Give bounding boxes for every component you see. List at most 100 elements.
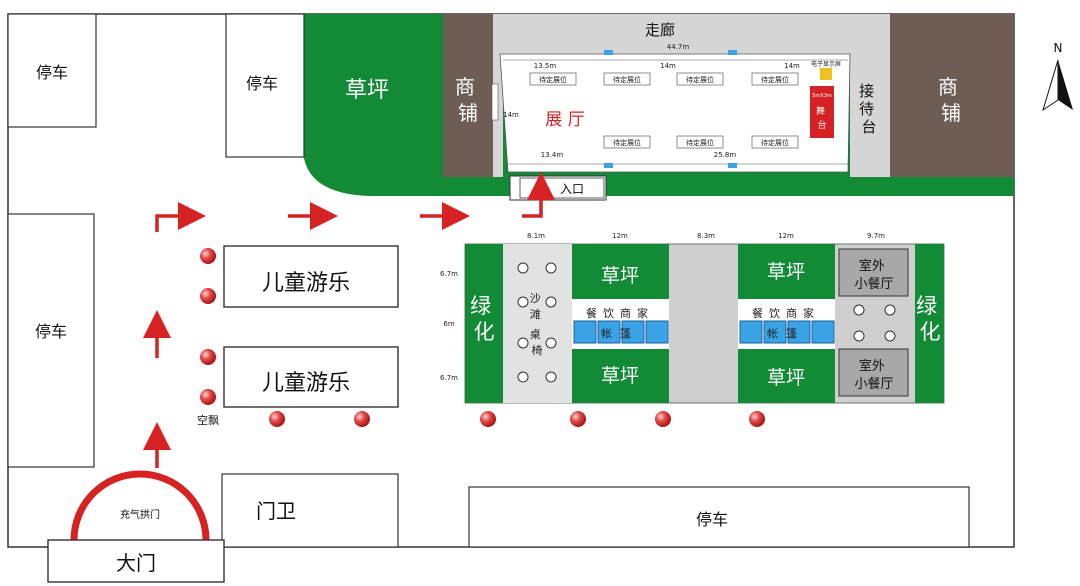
zone-dim-1: 8.1m [527,232,545,240]
balloon-icon [570,411,586,427]
hall-dim-depth: 14m [503,111,519,119]
tent-icon [811,320,835,344]
balloon-label: 空飘 [197,413,219,427]
hall-window [604,163,613,168]
outdoor-diner-1 [838,248,909,297]
outdoor-diner-2 [838,348,909,397]
kids-area-1-label: 儿童游乐 [262,271,350,296]
sand-table-label: 沙 滩 桌 椅 [530,292,545,357]
tent-icon [763,320,787,344]
greenery-right-char2: 化 [920,320,941,344]
sand-table-area [503,244,572,403]
lawn-label: 草坪 [601,265,639,287]
hall-window [728,50,737,55]
reception-char1: 接 [859,82,874,100]
lawn-block [572,244,669,299]
route-arrow [522,172,555,218]
parking-left-label: 停车 [35,322,67,341]
row-dim-1: 6.7m [440,270,458,278]
booth [751,72,799,86]
tent-icon [787,320,811,344]
table-icon [517,296,529,308]
parking-left [7,213,95,468]
stage-label: 舞 台 [816,106,828,131]
balloon-icon [655,411,671,427]
zone-dim-3: 8.3m [697,232,715,240]
hall-dim-2: 14m [660,62,676,70]
balloon-icon [354,411,370,427]
inflatable-arch [70,470,210,541]
tent-label: 帐篷 [767,326,805,340]
reception-char3: 台 [861,118,876,136]
booth-label: 待定展位 [761,138,789,147]
shop-left-label: 商 铺 [455,75,481,125]
entrance-label: 入口 [560,182,584,196]
outdoor-diner-2-line1: 室外 [859,358,885,374]
reception-label: 接 待 台 [859,82,879,136]
tent-icon [645,320,669,344]
parking-top-mid-label: 停车 [246,74,278,93]
shop-right [890,14,1014,177]
greenery-right-char1: 绿 [916,294,937,318]
kids-area-1 [223,245,399,308]
balloon-icon [749,411,765,427]
lawn-block [738,244,835,299]
lawn-label: 草坪 [767,261,805,283]
balloon-icon [269,411,285,427]
shop-right-char1: 商 [938,75,958,99]
table-icon [545,337,557,349]
tents [573,320,835,344]
booth-label: 待定展位 [686,75,714,84]
hall-label: 展 厅 [545,110,584,130]
table-icon [517,262,529,274]
booth-label: 待定展位 [613,138,641,147]
greenery-right [915,244,944,403]
hall-dim-3: 14m [784,62,800,70]
greenery-left-label: 绿 化 [470,294,498,344]
tent-icon [573,320,597,344]
shop-left [443,14,493,177]
table-icon [853,330,865,342]
hall-dim-bottom-2: 25.8m [714,151,737,159]
tent-icon [621,320,645,344]
north-label: N [1054,41,1063,55]
outdoor-diner-1-line1: 室外 [859,258,885,274]
corridor-dim: 44.7m [667,43,690,51]
shop-right-label: 商 铺 [938,75,964,125]
arch-label: 充气拱门 [120,508,160,521]
parking-top-left [7,13,97,128]
booth [603,72,651,86]
table-icon [884,330,896,342]
balloons [200,248,765,427]
balloon-icon [480,411,496,427]
outdoor-diner-1-line2: 小餐厅 [854,276,893,292]
stage [810,86,834,138]
shop-left-char2: 铺 [458,101,478,125]
lawn-label: 草坪 [767,367,805,389]
tent-label: 帐篷 [601,326,639,340]
food-stall-caption: 餐饮商家 [586,306,654,320]
lawn-label: 草坪 [601,365,639,387]
booth-label: 待定展位 [613,75,641,84]
table-icon [517,371,529,383]
booth [676,72,724,86]
screen-label: 电子显示屏 [811,60,841,68]
screen-icon [820,68,832,80]
hall-window [604,50,613,55]
greenery-left [465,244,503,403]
sand-table-char1: 沙 [530,292,541,305]
table-icon [545,262,557,274]
outdoor-diner-1-label: 室外 小餐厅 [854,258,893,292]
lawn-block [738,349,835,403]
table-icon [545,296,557,308]
kids-area-2 [223,346,399,408]
zone-dim-4: 12m [778,232,794,240]
balloon-icon [200,349,216,365]
stage-char1: 舞 [816,106,825,117]
greenery-right-label: 绿 化 [916,294,944,344]
north-arrow-outline [1042,59,1059,112]
gate-label: 大门 [116,551,156,575]
guard-house [221,473,399,548]
guard-label: 门卫 [256,499,296,523]
booths: 待定展位 待定展位 待定展位 待定展位 待定展位 待定展位 待定展位 [529,72,799,149]
